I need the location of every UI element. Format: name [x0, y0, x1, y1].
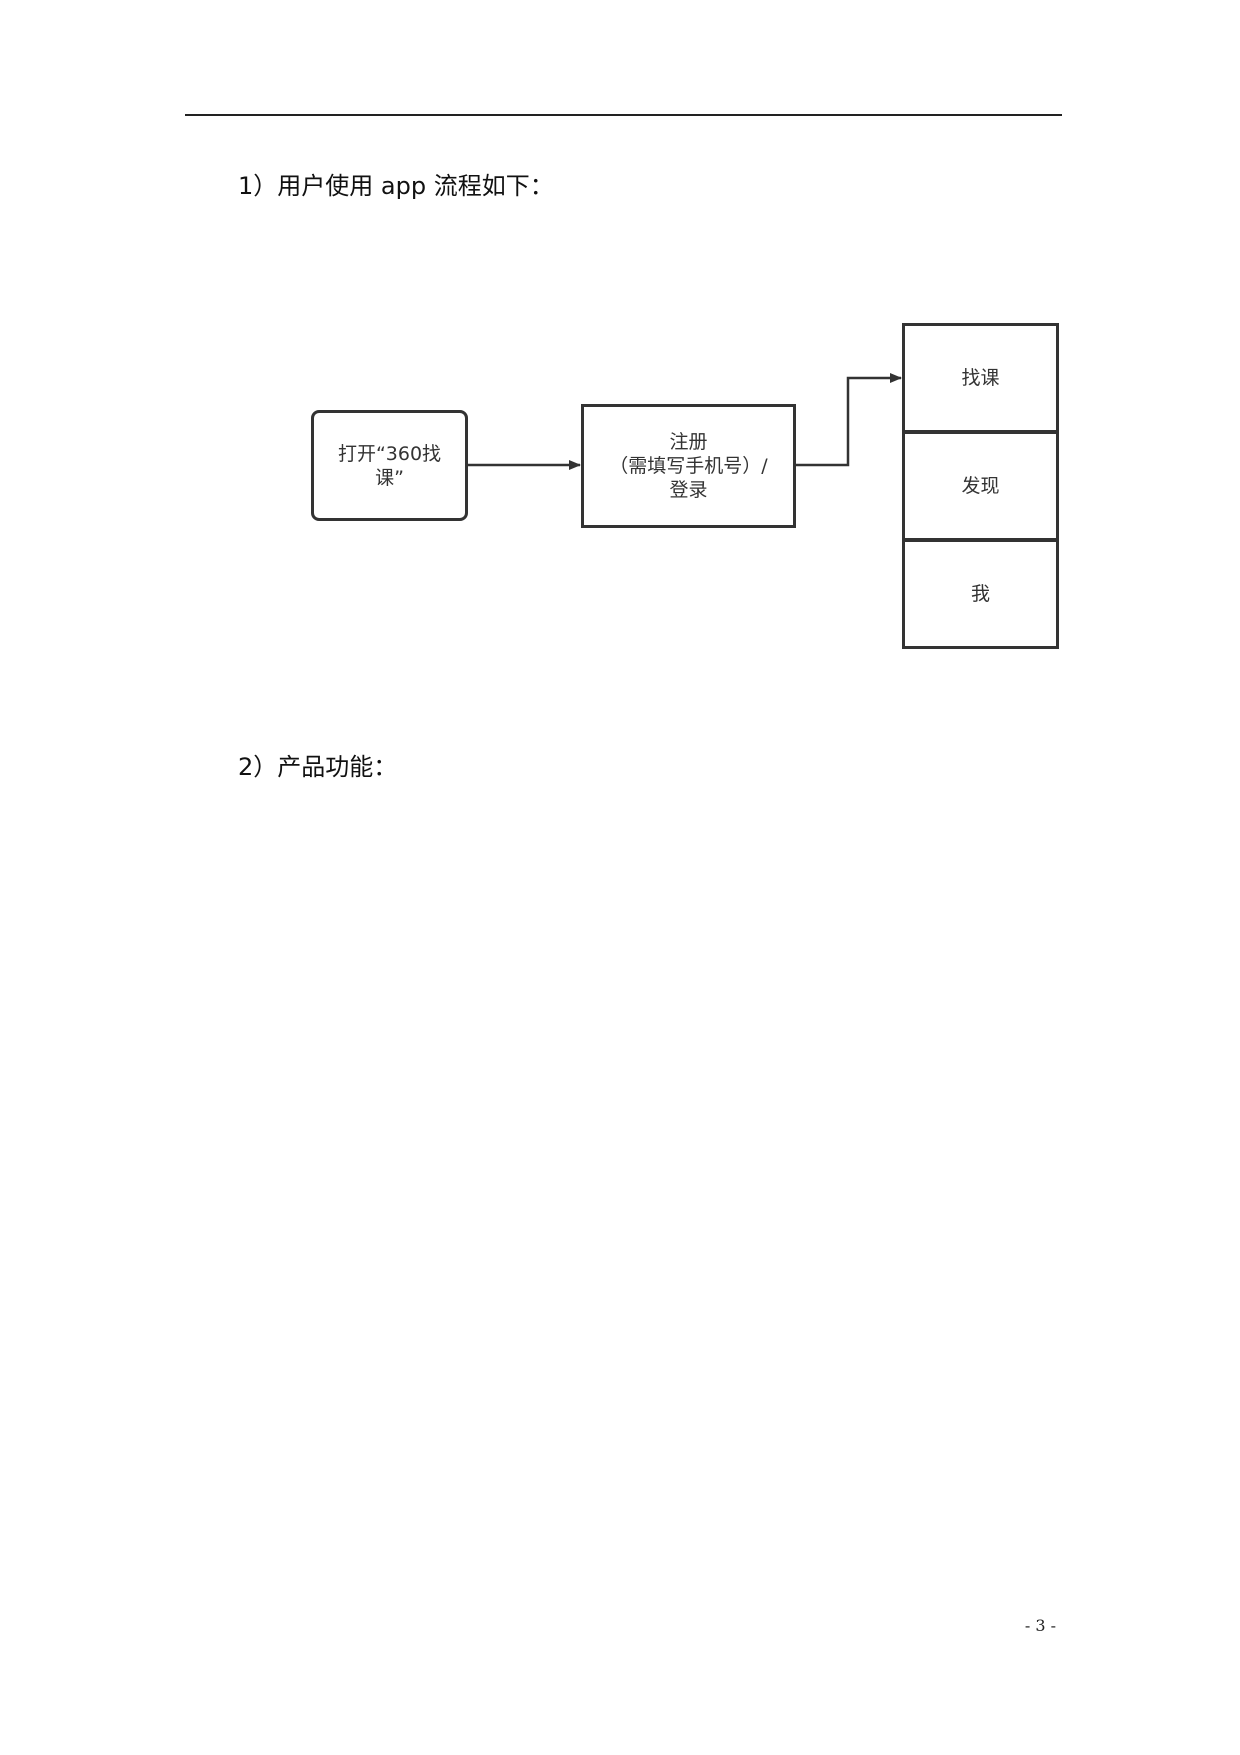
edge-register-to-find-course — [796, 373, 902, 467]
flow-node-open-app: 打开“360找 课” — [311, 410, 468, 521]
flow-node-me: 我 — [902, 539, 1059, 649]
flow-node-register-login: 注册 （需填写手机号）/ 登录 — [581, 404, 796, 528]
header-rule — [185, 114, 1062, 116]
flow-node-discover: 发现 — [902, 431, 1059, 541]
section-heading-user-flow: 1）用户使用 app 流程如下： — [238, 172, 554, 200]
page-number: - 3 - — [1024, 1616, 1056, 1635]
section-heading-product-features: 2）产品功能： — [238, 753, 398, 781]
flow-node-find-course: 找课 — [902, 323, 1059, 433]
